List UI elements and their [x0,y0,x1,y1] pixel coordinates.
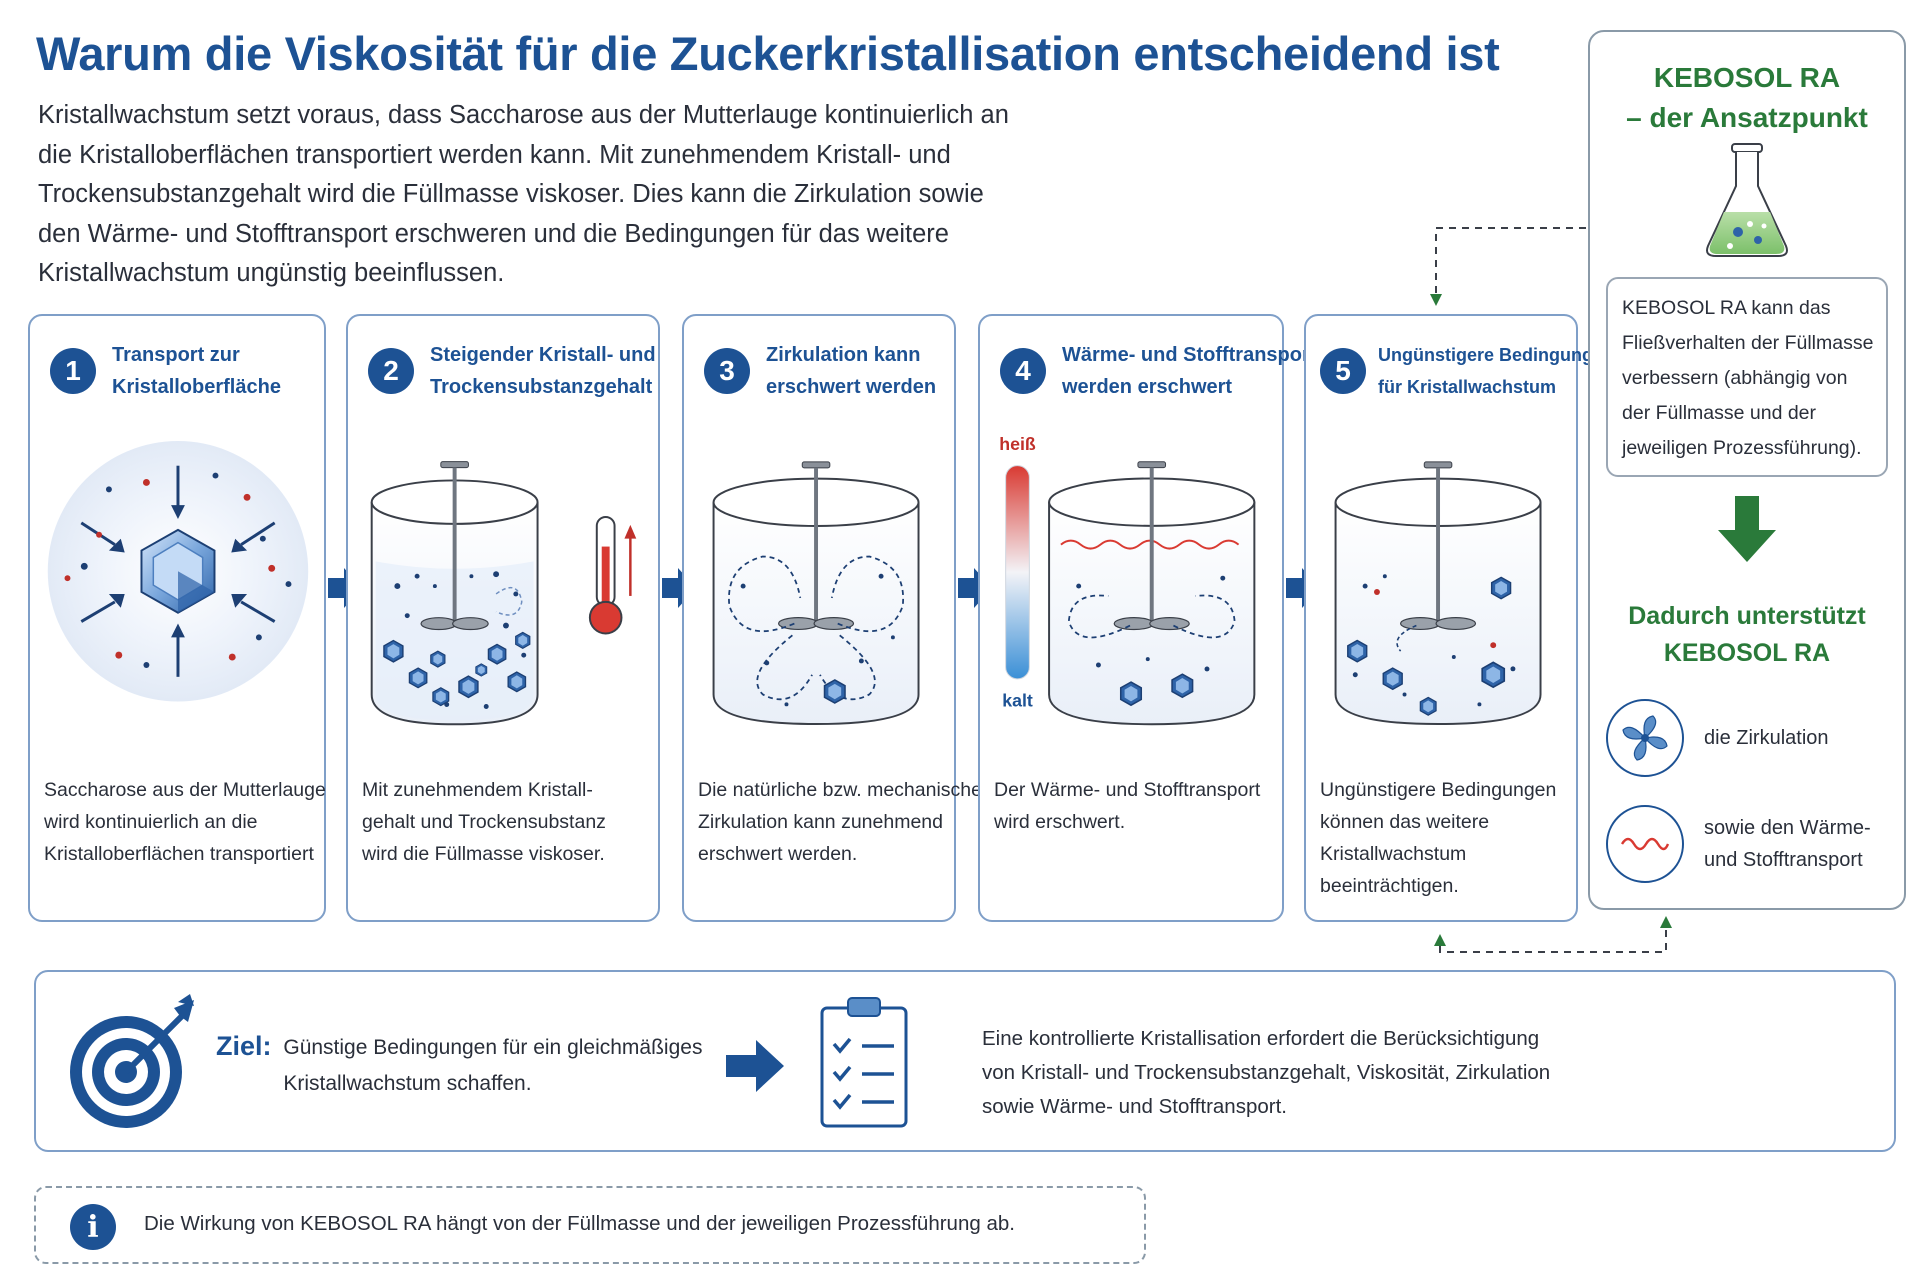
goal-description: Eine kontrollierte Kristallisation erfor… [982,1027,1551,1118]
molecule-dots [64,472,292,668]
scale-hot-label: heiß [999,434,1036,454]
crystal-transport-illustration [47,441,309,702]
kebosol-panel: KEBOSOL RA– der Ansatzpunkt KEBOSOL RA k… [1588,30,1906,910]
vessel-unfavourable-illustration [1334,461,1542,726]
kebosol-panel-title: KEBOSOL RA– der Ansatzpunkt [1626,62,1868,133]
step-number-badge: 5 [1320,348,1366,394]
temperature-scale-icon [1005,465,1030,680]
step-description: Mit zunehmendem Kristall-gehalt und Troc… [362,779,606,865]
circulation-path [728,555,905,701]
support-item-heat-transfer: sowie den Wärme-und Stofftransport [1606,802,1896,886]
info-note-text: Die Wirkung von KEBOSOL RA hängt von der… [144,1212,1015,1235]
checklist-icon [820,997,908,1128]
agitator-icon [1113,461,1190,631]
intro-text: Kristallwachstum setzt voraus, dass Sacc… [38,101,1009,287]
circulation-path [495,586,523,616]
flask-icon [1706,143,1788,257]
support-item-circulation: die Zirkulation [1606,696,1896,780]
arrow-down-icon [1718,496,1776,562]
step-number-badge: 1 [50,348,96,394]
step-number-badge: 2 [368,348,414,394]
vessel-crystals-illustration [370,461,637,726]
flow-arrow-icon [328,568,362,608]
scale-cold-label: kalt [1002,690,1033,710]
agitator-icon [420,461,489,631]
vessel-heat-transfer-illustration: heiß kalt [999,434,1256,726]
hexagon-crystal-icon [140,528,216,614]
step-number-badge: 3 [704,348,750,394]
goal-label: Ziel: [216,1031,272,1061]
heat-wave-icon [1060,539,1240,550]
flow-arrow-icon [958,568,992,608]
page-title: Warum die Viskosität für die Zuckerkrist… [36,27,1500,80]
step-number-badge: 4 [1000,348,1046,394]
circulation-path [1067,594,1236,639]
wave-icon [1606,805,1684,883]
goal-text: Günstige Bedingungen für ein gleichmäßig… [283,1036,703,1095]
fan-icon [1606,699,1684,777]
thermometer-icon [588,515,637,635]
info-icon: i [70,1204,116,1250]
arrow-right-icon [726,1040,784,1092]
target-icon [70,994,194,1128]
info-note: i Die Wirkung von KEBOSOL RA hängt von d… [34,1186,1146,1264]
vessel-circulation-illustration [712,461,920,726]
support-item-text: sowie den Wärme-und Stofftransport [1704,817,1871,871]
goal-statement: Ziel: Günstige Bedingungen für ein gleic… [216,1028,803,1102]
agitator-icon [778,461,855,631]
support-item-text: die Zirkulation [1704,727,1829,749]
circulation-path [1396,624,1417,652]
flow-arrow-icon [662,568,696,608]
goal-panel: Ziel: Günstige Bedingungen für ein gleic… [34,970,1896,1152]
agitator-icon [1400,461,1477,631]
flow-arrow-icon [1286,568,1320,608]
